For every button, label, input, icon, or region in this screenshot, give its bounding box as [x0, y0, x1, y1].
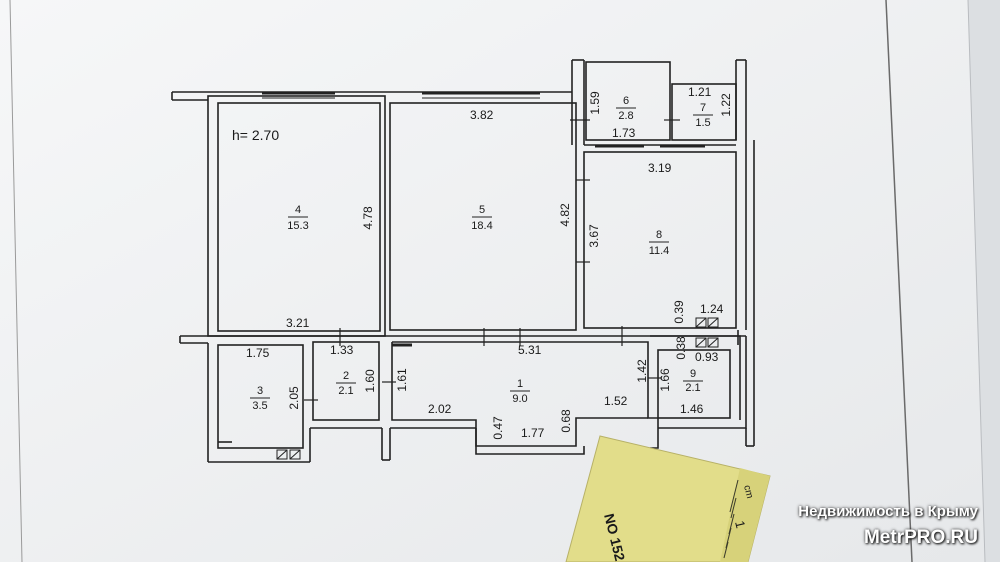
door-marks — [304, 119, 680, 401]
dimension-label: 3.82 — [470, 108, 494, 122]
room-area: 1.5 — [695, 117, 710, 129]
room-area: 2.1 — [685, 382, 700, 394]
dimension-label: 0.38 — [674, 336, 688, 360]
room-number: 8 — [656, 229, 662, 241]
dimension-label: 2.02 — [428, 402, 452, 416]
sheet-left-line — [9, 0, 23, 562]
dimension-label: 1.24 — [700, 302, 724, 316]
room-3-label: 3 3.5 — [250, 385, 270, 412]
ceiling-height-label: h= 2.70 — [232, 127, 279, 143]
watermark-title: Недвижимость в Крыму — [798, 503, 978, 520]
dimension-label: 0.39 — [672, 300, 686, 324]
dimension-label: 1.42 — [635, 359, 649, 383]
walls — [171, 59, 755, 463]
dimension-label: 3.67 — [587, 224, 601, 248]
room-area: 11.4 — [649, 245, 670, 257]
room-labels: 4 15.3 5 18.4 6 2.8 7 1.5 8 11.4 3 3.5 — [250, 95, 713, 412]
room-area: 18.4 — [471, 220, 492, 232]
room-7-label: 7 1.5 — [693, 102, 713, 129]
room-number: 4 — [295, 204, 301, 216]
room-8-label: 8 11.4 — [649, 229, 670, 257]
room-area: 2.1 — [338, 385, 353, 397]
dimension-label: 1.59 — [588, 91, 602, 115]
room-9-label: 9 2.1 — [683, 368, 703, 394]
dimension-label: 1.77 — [521, 426, 545, 440]
room-1-label: 1 9.0 — [510, 378, 530, 405]
room-number: 7 — [700, 102, 706, 114]
room-area: 9.0 — [512, 393, 527, 405]
room-6-label: 6 2.8 — [616, 95, 636, 122]
dimension-label: 3.19 — [648, 161, 672, 175]
dimension-label: 0.93 — [695, 350, 719, 364]
dimension-label: 1.66 — [658, 368, 672, 392]
dimension-label: 1.22 — [719, 93, 733, 117]
dimension-label: 0.47 — [491, 416, 505, 440]
ruler: NO 152 cm 1 — [565, 435, 771, 562]
room-number: 9 — [690, 368, 696, 380]
dimension-label: 5.31 — [518, 343, 542, 357]
watermark-site: MetrPRO.RU — [863, 527, 978, 548]
room-number: 6 — [623, 95, 629, 107]
ruler-tick-number: 1 — [732, 519, 748, 530]
dimension-label: 4.78 — [361, 206, 375, 230]
ruler-unit: cm — [741, 484, 755, 500]
dimension-label: 1.46 — [680, 402, 704, 416]
dimension-label: 1.61 — [395, 368, 409, 392]
dimension-label: 2.05 — [287, 386, 301, 410]
sheet-border-line — [885, 0, 913, 562]
dimension-label: 0.68 — [559, 409, 573, 433]
room-4-label: 4 15.3 — [287, 204, 308, 232]
dimension-label: 1.60 — [363, 369, 377, 393]
room-number: 3 — [257, 385, 263, 397]
room-5-label: 5 18.4 — [471, 204, 492, 232]
room-2-label: 2 2.1 — [336, 370, 356, 397]
sheet-edge-line — [967, 0, 986, 562]
room-number: 1 — [517, 378, 523, 390]
room-area: 2.8 — [618, 110, 633, 122]
room-area: 3.5 — [252, 400, 267, 412]
dimension-label: 1.73 — [612, 126, 636, 140]
room-area: 15.3 — [287, 220, 308, 232]
dimension-labels: 4.78 3.21 3.82 4.82 1.59 1.73 1.21 1.22 … — [246, 85, 733, 440]
dimension-label: 1.75 — [246, 346, 270, 360]
room-number: 2 — [343, 370, 349, 382]
vent-boxes — [276, 317, 719, 460]
dimension-label: 1.52 — [604, 394, 628, 408]
room-number: 5 — [479, 204, 485, 216]
dimension-label: 4.82 — [558, 203, 572, 227]
dimension-label: 3.21 — [286, 316, 310, 330]
dimension-label: 1.21 — [688, 85, 712, 99]
dimension-label: 1.33 — [330, 343, 354, 357]
